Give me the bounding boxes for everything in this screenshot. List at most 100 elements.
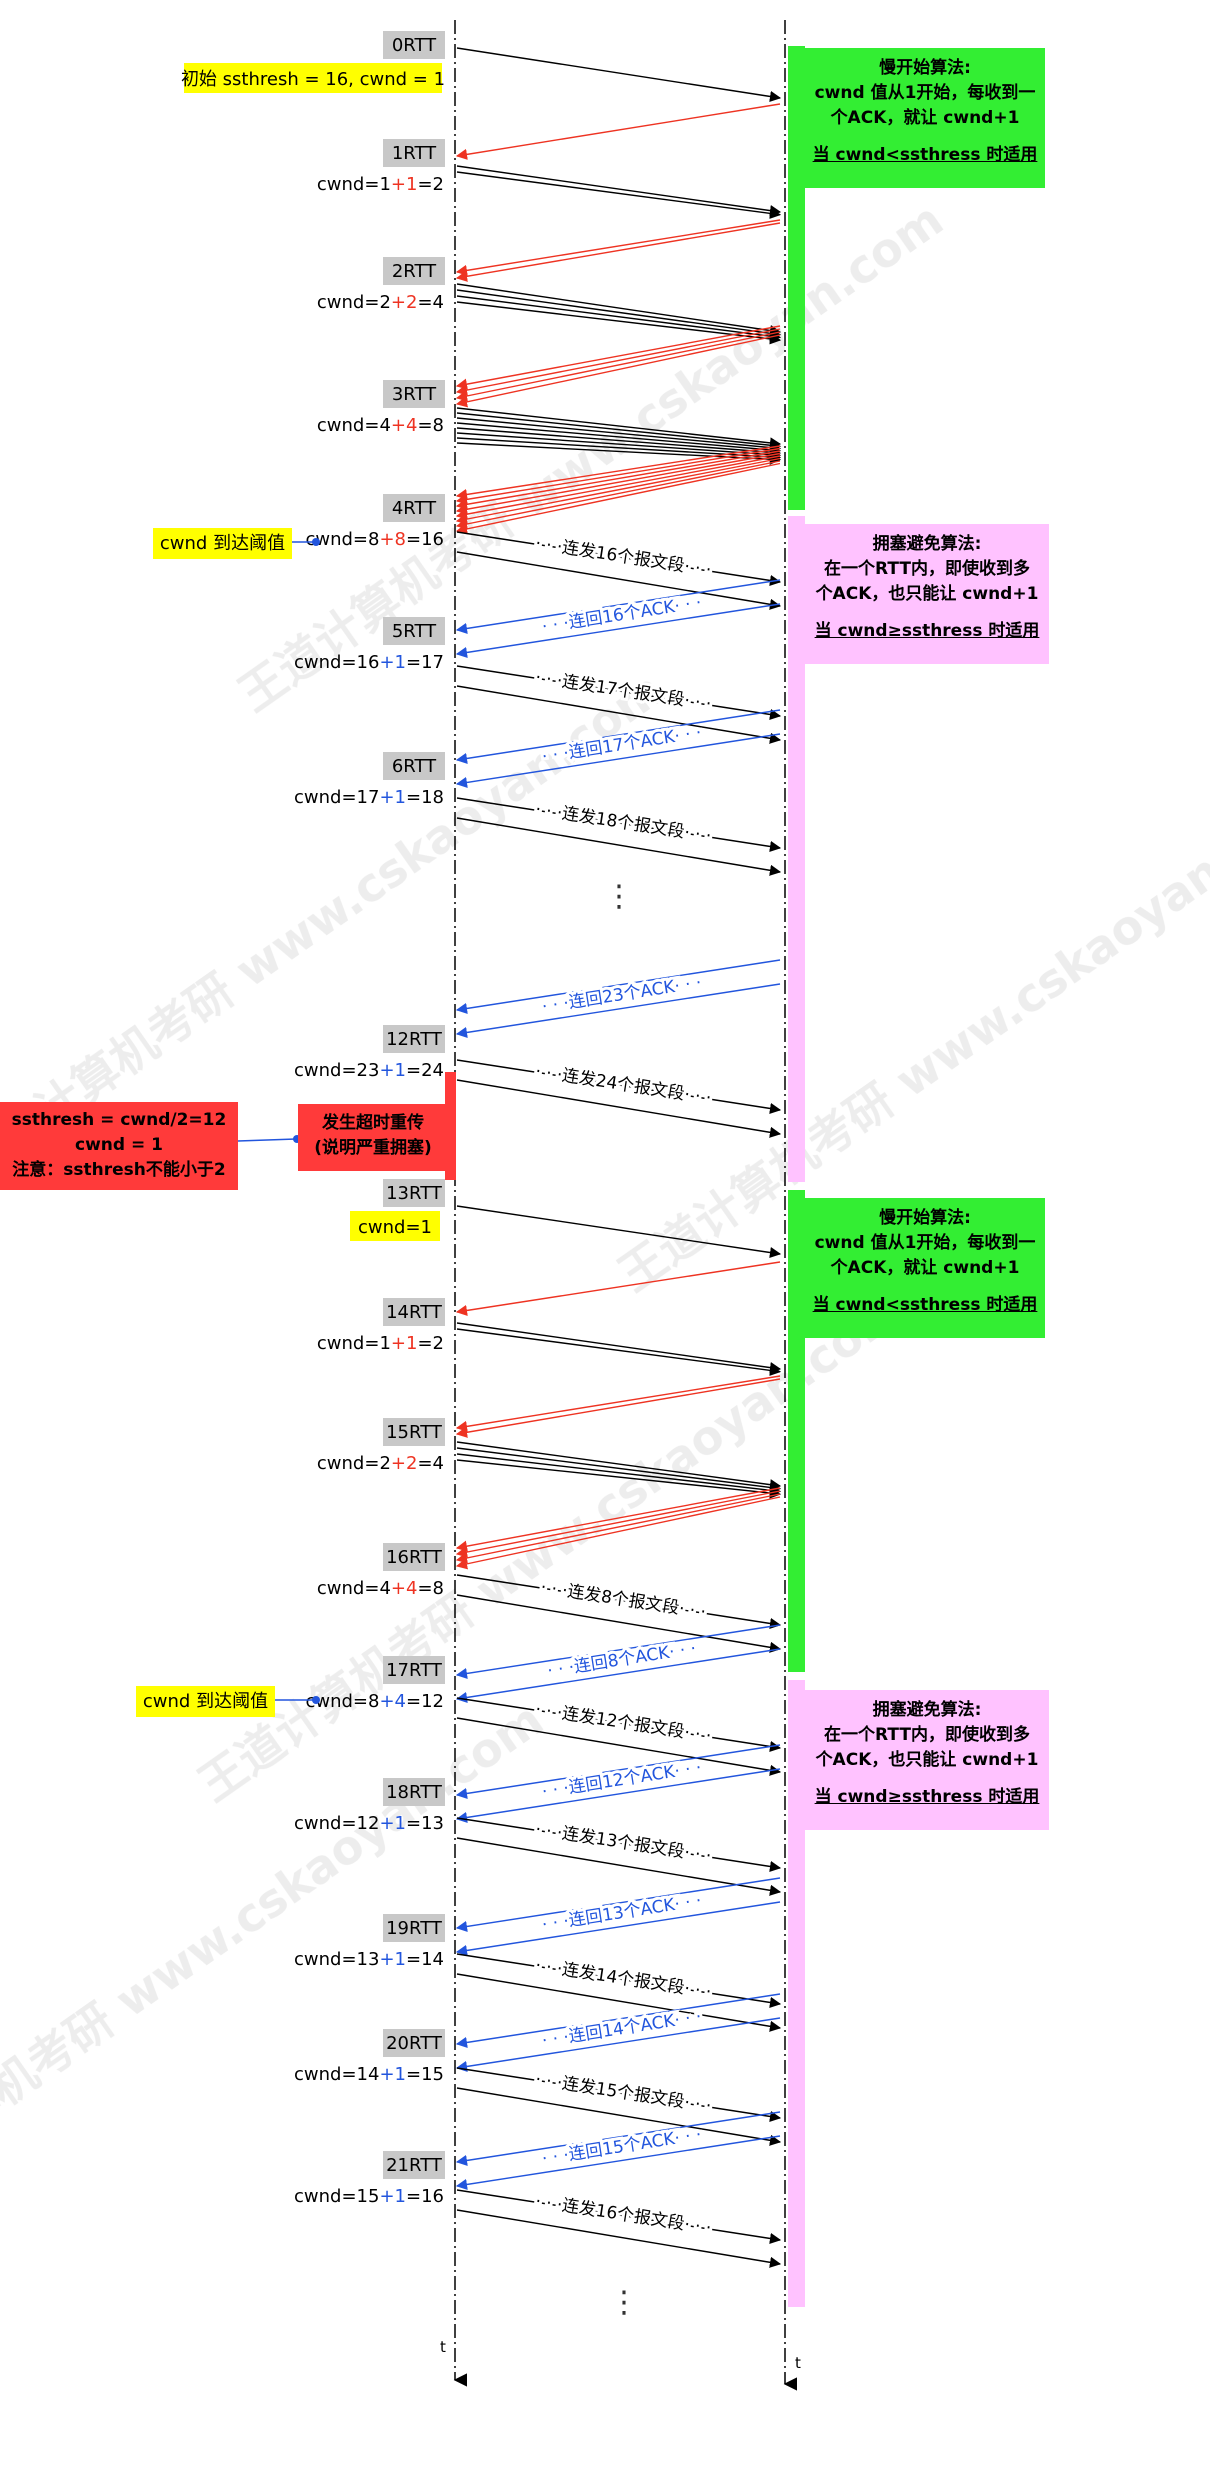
rtt-label: 16RTT — [386, 1547, 443, 1568]
rtt-badge — [383, 1914, 445, 1942]
send-burst — [456, 1574, 782, 1629]
send-segment — [456, 417, 782, 454]
rtt-badge — [383, 1418, 445, 1446]
ack-burst-label: · · ·连回8个ACK· · · — [546, 1639, 697, 1682]
cwnd-note-box — [184, 63, 442, 93]
congestion-avoid-note: 当 cwnd≥ssthress 时适用 — [814, 621, 1040, 641]
congestion-avoid-line1: 在一个RTT内，即使收到多 — [824, 1725, 1030, 1745]
slow-start-line2: 个ACK，就让 cwnd+1 — [830, 108, 1020, 128]
cwnd-equation: cwnd=23+1=24 — [294, 1060, 444, 1081]
rtt-badge — [383, 1778, 445, 1806]
cwnd-equation: cwnd=15+1=16 — [294, 2186, 444, 2207]
ack-burst — [455, 2135, 781, 2190]
cwnd-equation: cwnd=1+1=2 — [317, 174, 444, 195]
ack-segment — [455, 1496, 781, 1570]
ack-burst — [455, 1993, 781, 2048]
ack-burst-label: · · ·连回16个ACK· · · — [541, 593, 703, 637]
send-burst-label: · · ·连发12个报文段· · · — [534, 1700, 713, 1747]
cwnd-equation: cwnd=16+1=17 — [294, 652, 444, 673]
ack-burst-label: · · ·连回12个ACK· · · — [541, 1758, 703, 1802]
ack-segment — [455, 328, 781, 396]
timeout-line1: 发生超时重传 — [322, 1113, 424, 1133]
send-segment — [456, 412, 782, 451]
cwnd-equation: cwnd=12+1=13 — [294, 1813, 444, 1834]
send-segment — [456, 289, 782, 339]
send-burst — [456, 2087, 782, 2146]
send-segment — [456, 1441, 782, 1491]
send-burst-label: · · ·连发15个报文段· · · — [534, 2070, 713, 2117]
ack-segment — [455, 103, 781, 160]
arrow-layer — [455, 47, 782, 2268]
rtt-badge — [383, 752, 445, 780]
rtt-label: 12RTT — [386, 1029, 443, 1050]
cwnd-equation: cwnd=14+1=15 — [294, 2064, 444, 2085]
send-segment — [456, 432, 782, 461]
send-burst — [456, 685, 782, 744]
cwnd-equation: cwnd=2+2=4 — [317, 1453, 444, 1474]
send-burst — [456, 531, 782, 586]
rtt-label: 18RTT — [386, 1782, 443, 1803]
ack-burst-label: · · ·连回13个ACK· · · — [541, 1891, 703, 1935]
rtt-badge — [383, 257, 445, 285]
send-burst-label: · · ·连发8个报文段· · · — [539, 1577, 707, 1622]
congestion-avoid-line1: 在一个RTT内，即使收到多 — [824, 559, 1030, 579]
send-burst-label: · · ·连发18个报文段· · · — [534, 800, 713, 847]
slow-start-title: 慢开始算法: — [879, 1208, 971, 1228]
rtt-label: 13RTT — [386, 1183, 443, 1204]
send-burst-label: · · ·连发13个报文段· · · — [534, 1820, 713, 1867]
ack-burst — [455, 1901, 781, 1956]
cwnd-equation: cwnd=13+1=14 — [294, 1949, 444, 1970]
ack-segment — [455, 222, 781, 282]
threshold-note-text: cwnd 到达阈值 — [159, 533, 286, 554]
ack-burst-label: · · ·连回14个ACK· · · — [541, 2007, 703, 2051]
rtt-badge — [383, 617, 445, 645]
timeout-line2: (说明严重拥塞) — [314, 1138, 432, 1158]
rtt-badge — [383, 2151, 445, 2179]
send-segment — [456, 427, 782, 458]
send-segment — [456, 1328, 782, 1376]
send-segment — [456, 171, 782, 219]
ssthresh-reset-box: ssthresh = cwnd/2=12 cwnd = 1 注意：ssthres… — [0, 1102, 238, 1190]
ack-burst — [455, 579, 781, 634]
receiver-axis-label: t — [795, 2354, 801, 2372]
ack-segment — [455, 334, 781, 408]
send-burst — [456, 1717, 782, 1776]
timeout-box: 发生超时重传 (说明严重拥塞) — [298, 1104, 448, 1171]
reset-line2: cwnd = 1 — [75, 1135, 163, 1155]
ack-segment — [455, 460, 781, 530]
congestion-avoid-title: 拥塞避免算法: — [872, 534, 982, 554]
cwnd-equation: cwnd=4+4=8 — [317, 1578, 444, 1599]
ack-burst — [455, 959, 781, 1014]
sender-axis-label: t — [440, 2338, 446, 2356]
reset-connector — [237, 1138, 297, 1142]
send-burst — [456, 2067, 782, 2122]
send-segment — [456, 422, 782, 456]
ack-segment — [455, 331, 781, 402]
send-segment — [456, 1447, 782, 1493]
slow-start-note: 当 cwnd<ssthress 时适用 — [812, 145, 1038, 165]
cwnd-equation: cwnd=8+4=12 — [305, 1691, 444, 1712]
rtt-badge — [383, 1179, 445, 1207]
rtt-badge — [383, 1656, 445, 1684]
rtt-badge — [383, 494, 445, 522]
ack-segment — [455, 445, 781, 500]
ack-burst — [455, 603, 781, 658]
send-burst — [456, 1059, 782, 1114]
send-burst — [456, 1697, 782, 1752]
ack-segment — [455, 219, 781, 276]
rtt-label: 15RTT — [386, 1422, 443, 1443]
slow-start-note: 当 cwnd<ssthress 时适用 — [812, 1295, 1038, 1315]
slow-start-bar-1 — [788, 46, 805, 510]
ack-burst — [455, 1744, 781, 1799]
cwnd-note: cwnd=1 — [358, 1217, 432, 1238]
ack-segment — [455, 325, 781, 390]
ack-burst — [455, 733, 781, 788]
congestion-avoid-line2: 个ACK，也只能让 cwnd+1 — [815, 1750, 1039, 1770]
send-burst — [456, 2189, 782, 2244]
ellipsis-mid: ⋮ — [604, 879, 634, 914]
slow-start-line2: 个ACK，就让 cwnd+1 — [830, 1258, 1020, 1278]
send-segment — [456, 1453, 782, 1496]
threshold-note-2: cwnd 到达阈值 — [136, 1686, 275, 1717]
threshold-note-text: cwnd 到达阈值 — [142, 1691, 269, 1712]
